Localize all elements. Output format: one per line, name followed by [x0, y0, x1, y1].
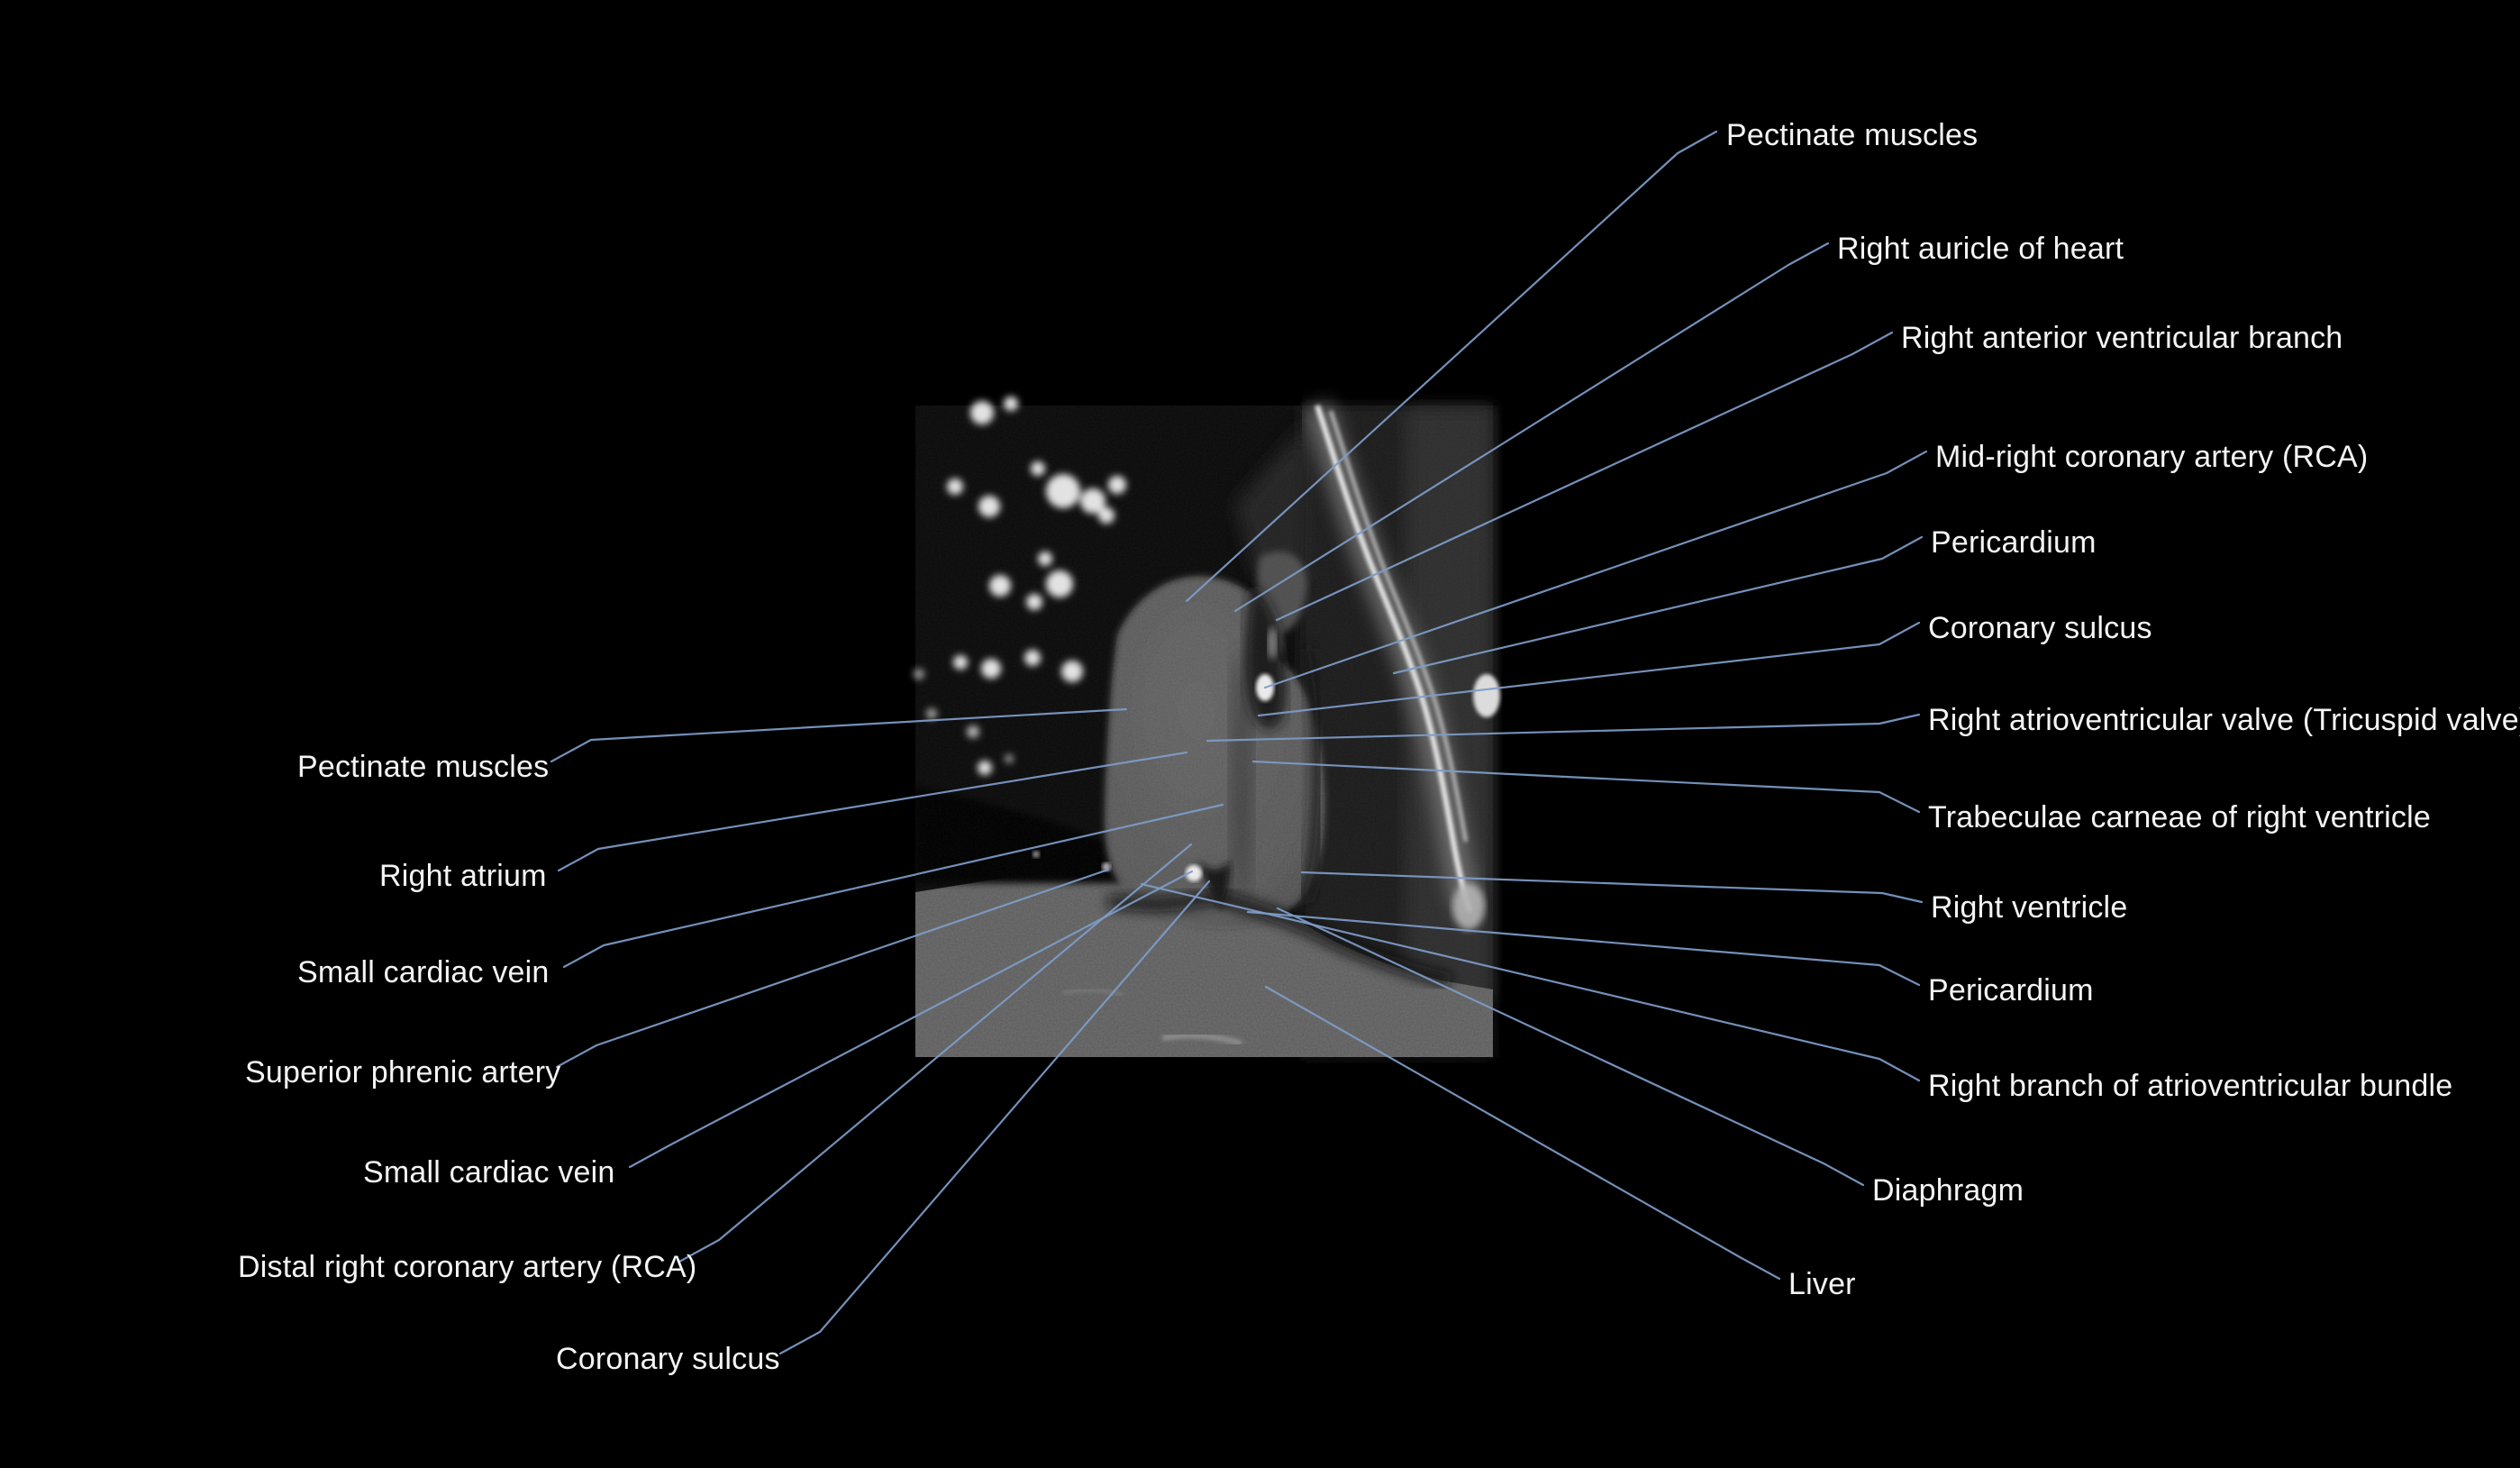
label-mid-right-coronary-artery: Mid-right coronary artery (RCA)	[1935, 440, 2369, 474]
leader-line-liver	[1264, 985, 1781, 1281]
leader-line-pericardium-upper	[1392, 535, 1924, 675]
leader-line-right-atrium	[557, 751, 1188, 872]
label-liver: Liver	[1788, 1267, 1856, 1301]
label-superior-phrenic-artery: Superior phrenic artery	[245, 1055, 561, 1090]
leader-line-mid-right-coronary-artery	[1263, 450, 1928, 689]
leader-line-right-branch-of-atrioventricular-bundle	[1140, 882, 1921, 1082]
label-right-atrioventricular-valve: Right atrioventricular valve (Tricuspid …	[1928, 703, 2520, 737]
label-pectinate-muscles-right: Pectinate muscles	[1726, 118, 1979, 152]
leader-line-right-atrioventricular-valve	[1205, 713, 1921, 743]
label-small-cardiac-vein-lower: Small cardiac vein	[363, 1155, 615, 1190]
label-right-atrium: Right atrium	[379, 859, 547, 893]
leader-line-small-cardiac-vein-upper	[562, 803, 1224, 969]
leader-line-trabeculae-carneae	[1251, 760, 1921, 814]
label-coronary-sulcus-right: Coronary sulcus	[1928, 611, 2152, 645]
leader-line-right-ventricle	[1300, 871, 1924, 904]
leader-line-right-auricle-of-heart	[1233, 242, 1830, 613]
label-right-ventricle: Right ventricle	[1931, 890, 2128, 925]
leader-line-pericardium-lower	[1246, 910, 1921, 987]
label-distal-right-coronary-artery: Distal right coronary artery (RCA)	[238, 1250, 697, 1284]
label-pericardium-lower: Pericardium	[1928, 973, 2094, 1008]
leader-line-pectinate-muscles-left	[550, 707, 1128, 763]
ct-noise	[915, 406, 1493, 1057]
label-pectinate-muscles-left: Pectinate muscles	[297, 750, 550, 784]
leader-line-distal-right-coronary-artery	[678, 843, 1193, 1263]
leader-line-diaphragm	[1276, 907, 1865, 1187]
label-trabeculae-carneae: Trabeculae carneae of right ventricle	[1928, 800, 2431, 834]
leader-line-coronary-sulcus-left	[778, 880, 1211, 1355]
leader-line-coronary-sulcus-right	[1257, 621, 1921, 717]
label-pericardium-upper: Pericardium	[1931, 525, 2097, 560]
leader-line-pectinate-muscles-right	[1185, 130, 1718, 603]
label-small-cardiac-vein-upper: Small cardiac vein	[297, 955, 550, 989]
label-diaphragm: Diaphragm	[1872, 1173, 2024, 1208]
label-right-auricle-of-heart: Right auricle of heart	[1837, 232, 2124, 266]
leader-line-right-anterior-ventricular-branch	[1275, 331, 1894, 622]
label-right-anterior-ventricular-branch: Right anterior ventricular branch	[1901, 321, 2343, 355]
leader-line-small-cardiac-vein-lower	[628, 870, 1194, 1169]
label-coronary-sulcus-left: Coronary sulcus	[556, 1342, 780, 1376]
leader-line-superior-phrenic-artery	[555, 868, 1110, 1069]
label-right-branch-of-atrioventricular-bundle: Right branch of atrioventricular bundle	[1928, 1069, 2453, 1103]
